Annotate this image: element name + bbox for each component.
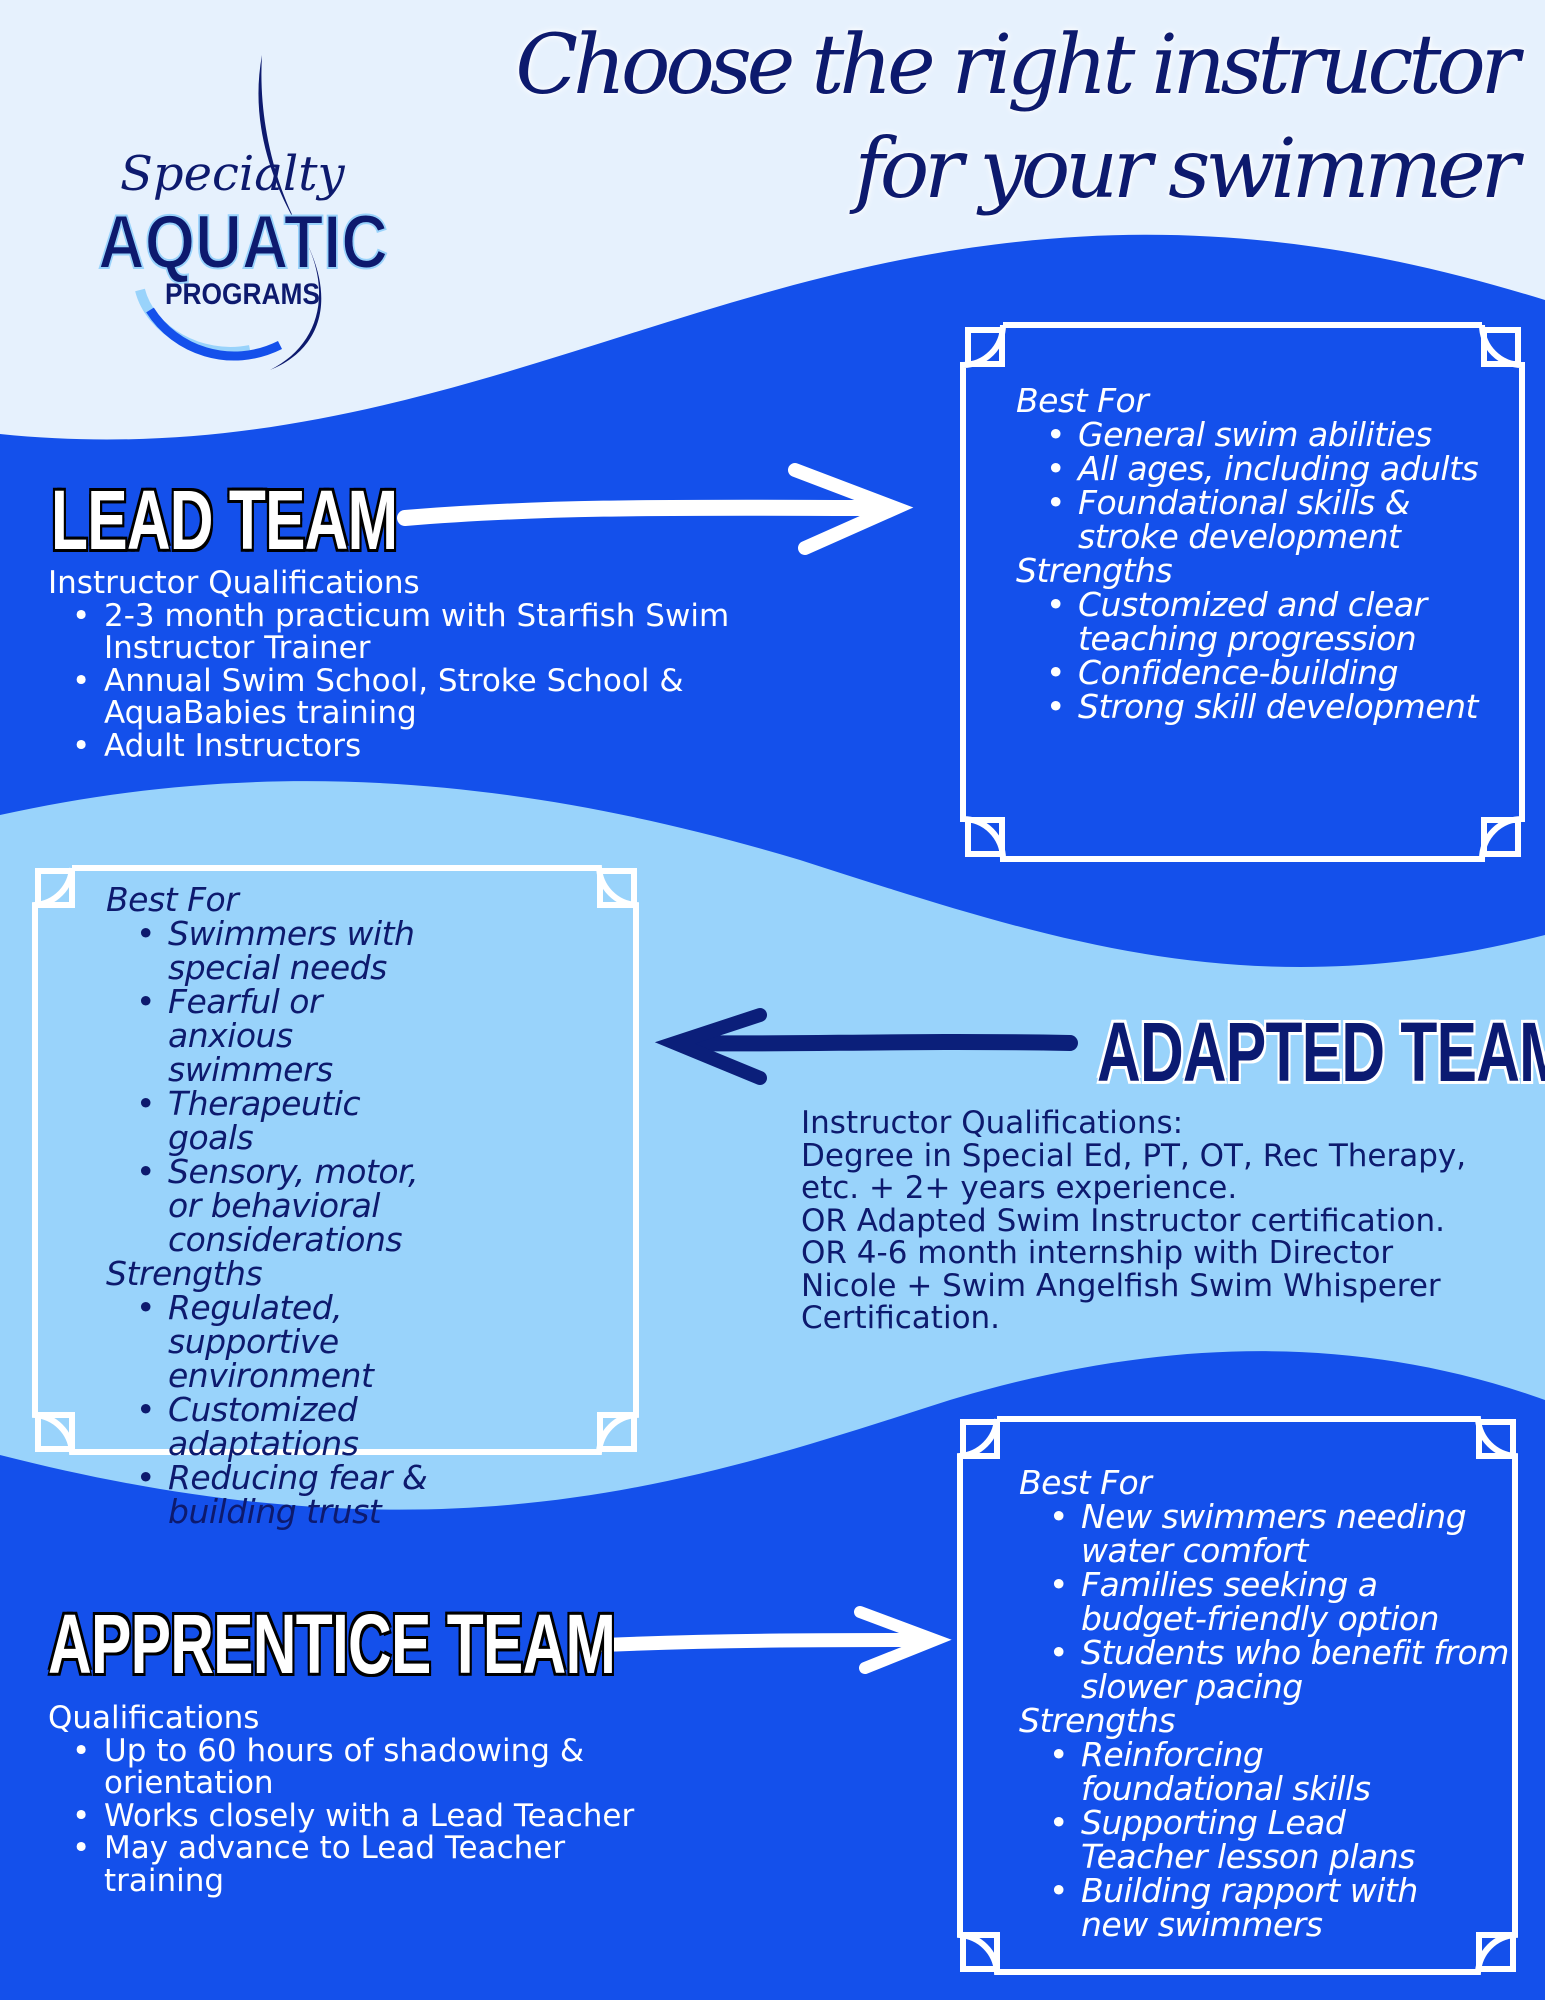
adapted-best-for-label: Best For (106, 880, 239, 919)
logo: Specialty AQUATIC PROGRAMS (97, 55, 389, 370)
adapted-qual-line: Certification. (801, 1300, 1001, 1336)
lead-qualifications: Instructor Qualifications 2-3 month prac… (48, 567, 808, 762)
apprentice-best-for-label: Best For (1019, 1463, 1152, 1502)
adapted-qual-line: Degree in Special Ed, PT, OT, Rec Therap… (801, 1137, 1467, 1174)
lead-qual-item: Annual Swim School, Stroke School & Aqua… (72, 664, 808, 730)
lead-best-for-label: Best For (1016, 381, 1149, 420)
adapted-strength-item: Reducing fear & building trust (136, 1461, 446, 1529)
apprentice-best-for-item: Students who benefit from slower pacing (1049, 1636, 1509, 1704)
apprentice-strength-item: Supporting Lead Teacher lesson plans (1049, 1806, 1419, 1874)
lead-strengths-label: Strengths (1016, 551, 1173, 590)
lead-qual-label: Instructor Qualifications (48, 565, 420, 601)
apprentice-qual-item: Works closely with a Lead Teacher (72, 1799, 688, 1833)
adapted-strength-item: Customized adaptations (136, 1393, 446, 1461)
adapted-qual-line: Nicole + Swim Angelfish Swim Whisperer (801, 1267, 1441, 1304)
arrow-right-lead-icon (397, 463, 914, 555)
adapted-strengths-label: Strengths (106, 1254, 263, 1293)
apprentice-qualifications: Qualifications Up to 60 hours of shadowi… (48, 1702, 688, 1897)
adapted-qualifications: Instructor Qualifications: Degree in Spe… (801, 1107, 1521, 1335)
adapted-best-for-item: Therapeutic goals (136, 1087, 446, 1155)
apprentice-team-heading: APPRENTICE TEAM (47, 1597, 617, 1691)
arrow-left-adapted-icon (654, 1008, 1078, 1085)
adapted-team-heading: ADAPTED TEAM (1097, 1005, 1545, 1099)
lead-qual-item: Adult Instructors (72, 729, 808, 763)
lead-strength-item: Confidence-building (1046, 656, 1486, 691)
lead-best-for-item: Foundational skills & stroke development (1046, 486, 1486, 554)
lead-qual-item: 2-3 month practicum with Starfish Swim I… (72, 599, 808, 665)
lead-strength-item: Strong skill development (1046, 690, 1486, 725)
apprentice-qual-label: Qualifications (48, 1700, 260, 1736)
svg-text:PROGRAMS: PROGRAMS (165, 278, 320, 311)
adapted-best-for-item: Sensory, motor, or behavioral considerat… (136, 1155, 446, 1257)
lead-team-heading: LEAD TEAM (50, 473, 399, 567)
apprentice-qual-item: Up to 60 hours of shadowing & orientatio… (72, 1734, 688, 1800)
title-line-2: for your swimmer (854, 122, 1520, 217)
lead-strength-item: Customized and clear teaching progressio… (1046, 588, 1486, 656)
apprentice-qual-item: May advance to Lead Teacher training (72, 1832, 688, 1897)
lead-box: Best For General swim abilities All ages… (1016, 381, 1486, 725)
adapted-qual-line: OR Adapted Swim Instructor certification… (801, 1202, 1445, 1239)
apprentice-frame (957, 1416, 1518, 1975)
adapted-qual-line: Instructor Qualifications: (801, 1105, 1184, 1141)
apprentice-best-for-item: New swimmers needing water comfort (1049, 1500, 1509, 1568)
adapted-strength-item: Regulated, supportive environment (136, 1291, 446, 1393)
apprentice-strengths-label: Strengths (1019, 1701, 1176, 1740)
lead-best-for-item: General swim abilities (1046, 418, 1486, 453)
title-line-1: Choose the right instructor (515, 18, 1520, 113)
adapted-best-for-item: Swimmers with special needs (136, 917, 446, 985)
adapted-box: Best For Swimmers with special needs Fea… (106, 883, 586, 1529)
apprentice-strength-item: Building rapport with new swimmers (1049, 1874, 1419, 1942)
adapted-qual-line: OR 4-6 month internship with Director (801, 1235, 1394, 1271)
page-title: Choose the right instructor for your swi… (515, 14, 1520, 222)
adapted-frame (32, 865, 639, 1455)
svg-text:AQUATIC: AQUATIC (98, 200, 388, 285)
lead-frame (960, 322, 1525, 862)
adapted-qual-line: etc. + 2+ years experience. (801, 1170, 1238, 1206)
apprentice-best-for-item: Families seeking a budget-friendly optio… (1049, 1568, 1509, 1636)
lead-best-for-item: All ages, including adults (1046, 452, 1486, 487)
arrow-right-apprentice-icon (596, 1606, 952, 1674)
apprentice-strength-item: Reinforcing foundational skills (1049, 1738, 1419, 1806)
logo-script: Specialty (120, 146, 346, 202)
adapted-best-for-item: Fearful or anxious swimmers (136, 985, 446, 1087)
apprentice-box: Best For New swimmers needing water comf… (1019, 1466, 1509, 1942)
